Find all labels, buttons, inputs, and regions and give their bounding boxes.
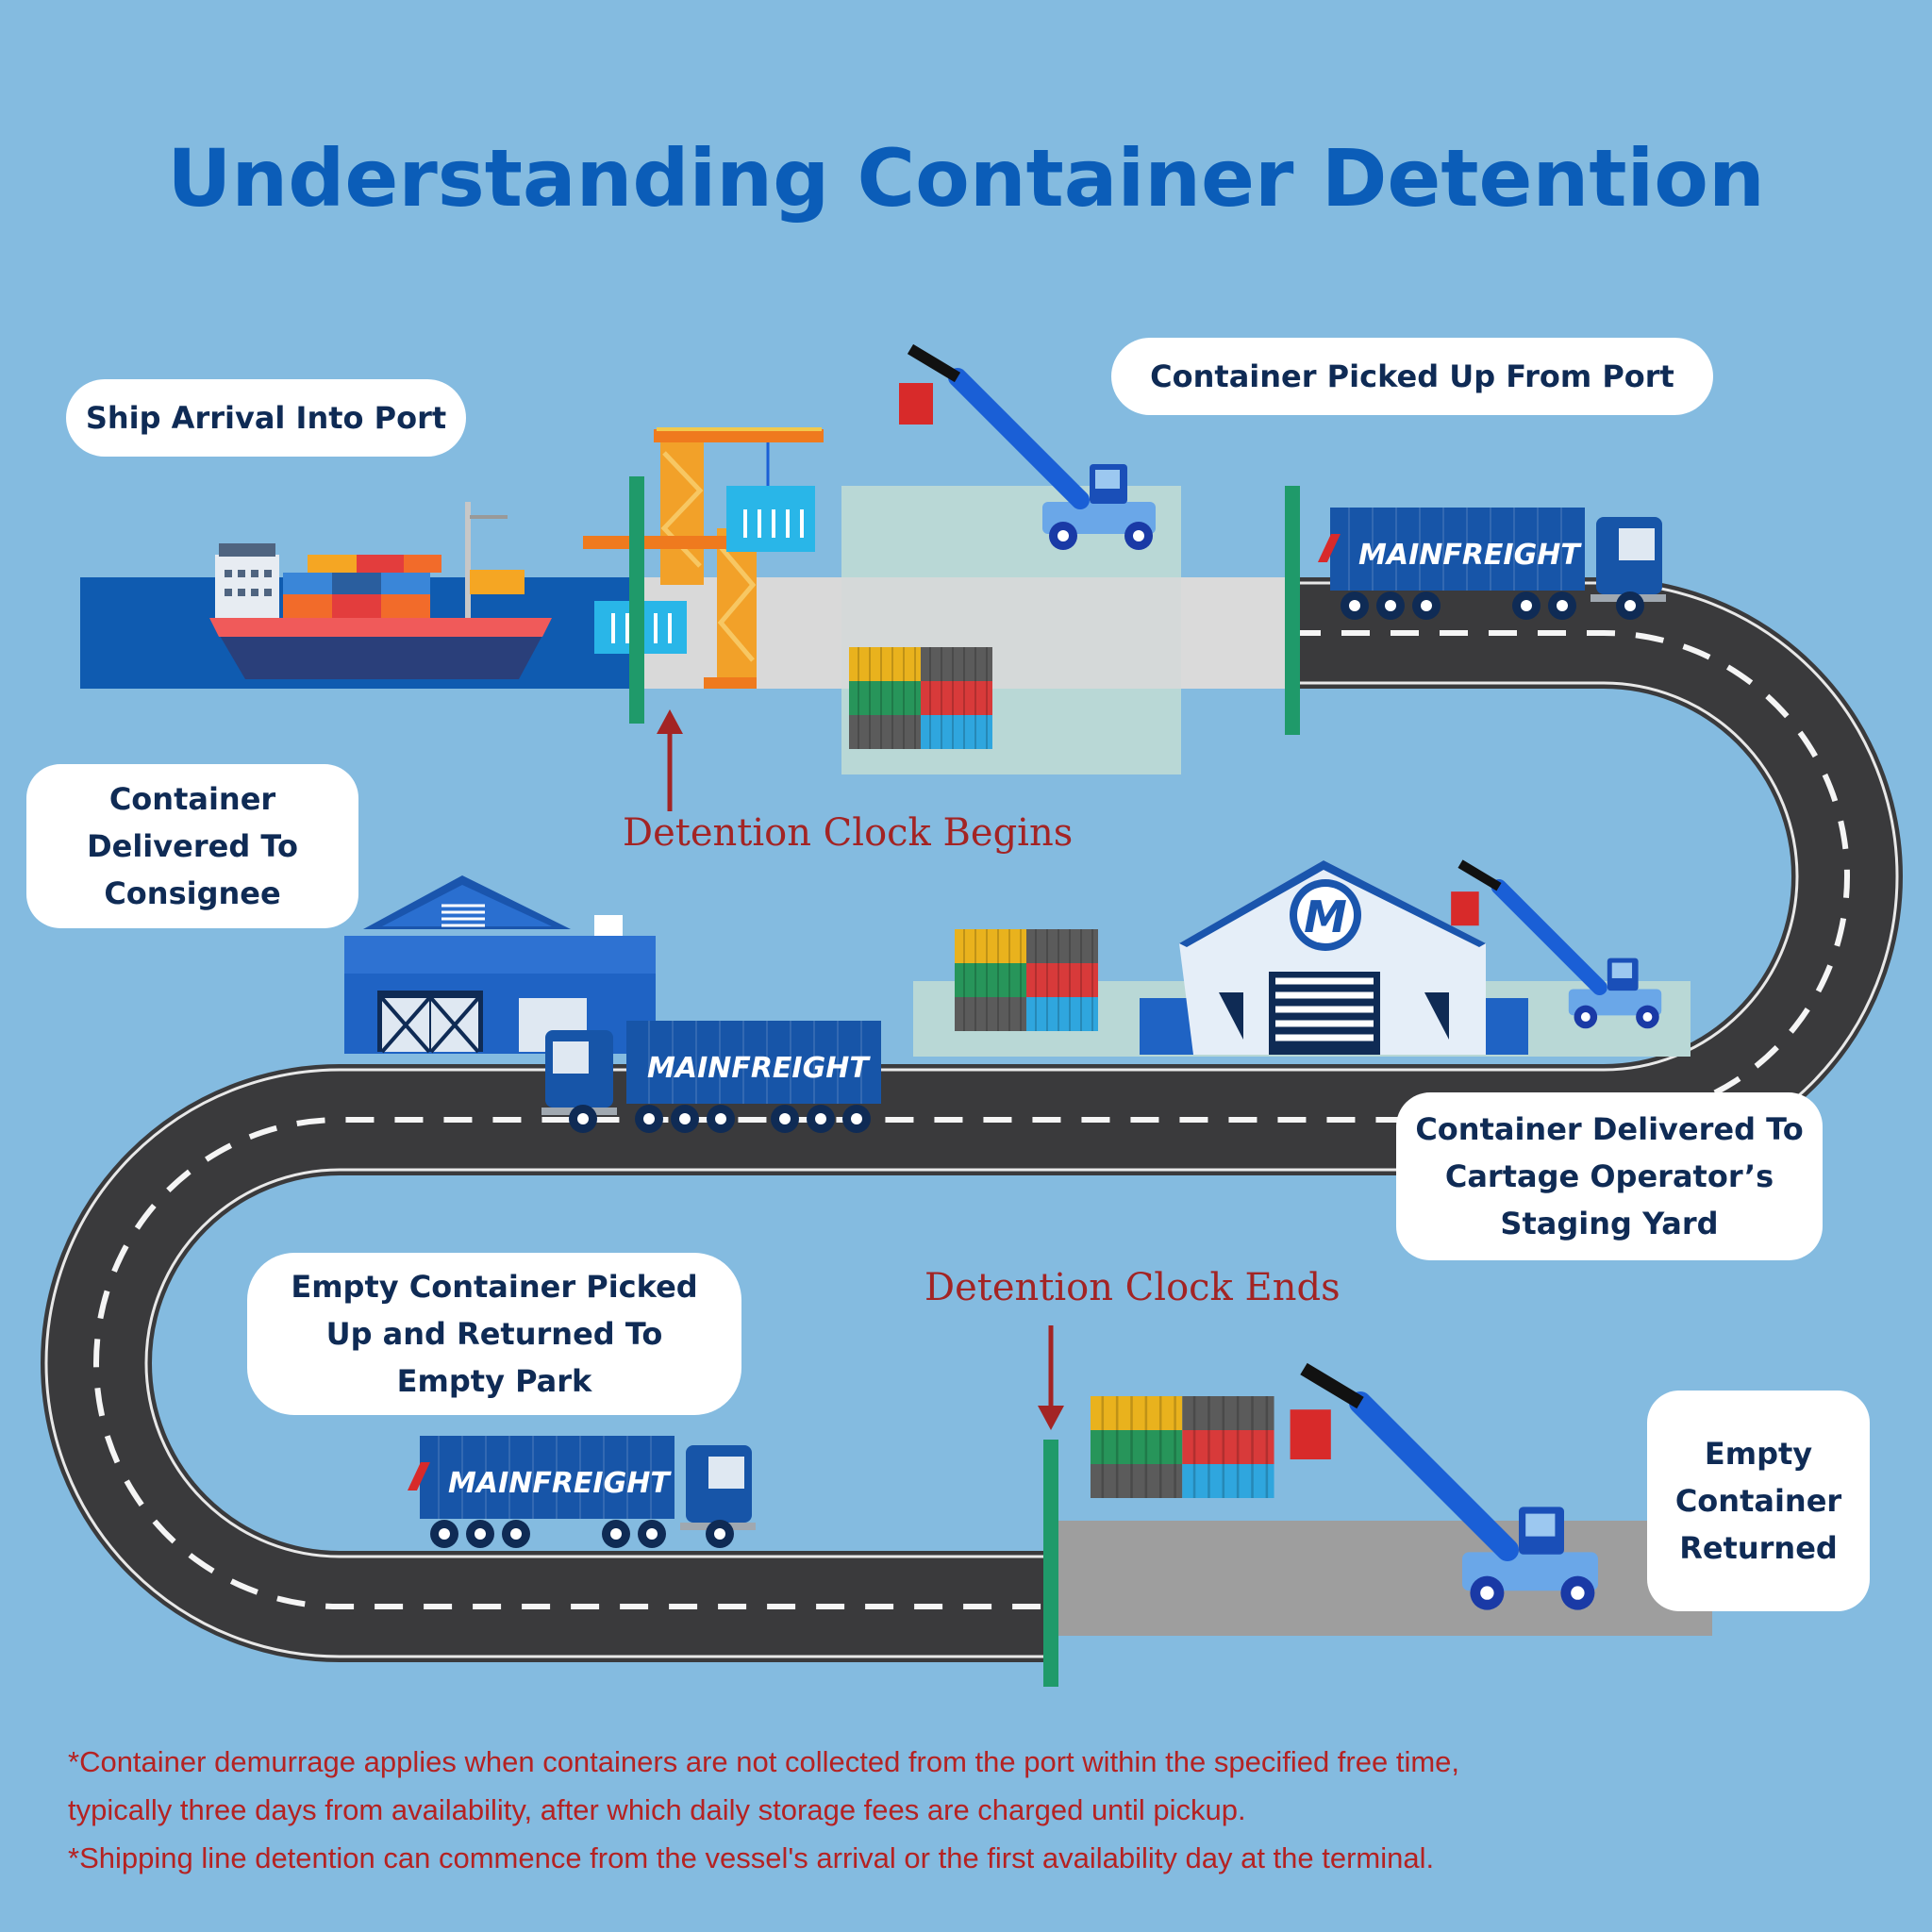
footnote-line-2: typically three days from availability, … [68,1793,1246,1826]
footnote-line-3: *Shipping line detention can commence fr… [68,1841,1435,1874]
truck-consignee-delivery: MAINFREIGHT [541,1020,882,1134]
clock-ends-post [1043,1440,1058,1687]
page-title: Understanding Container Detention [167,132,1765,225]
staging-container-stack [954,928,1099,1032]
port-gate-post [1285,486,1300,735]
consignee-warehouse-icon [344,875,656,1054]
step-consignee-delivery: Container Delivered To Consignee [26,764,358,928]
clock-begins-label: Detention Clock Begins [623,811,1074,855]
truck-brand-label: MAINFREIGHT [647,1052,871,1085]
truck-brand-label: MAINFREIGHT [1358,539,1582,572]
step-ship-arrival: Ship Arrival Into Port [66,379,466,457]
svg-text:M: M [1304,891,1347,942]
truck-brand-label: MAINFREIGHT [448,1467,672,1500]
port-container-stack [848,646,993,750]
truck-empty-return: MAINFREIGHT [406,1435,757,1549]
empty-park-container-stack [1089,1394,1275,1500]
footnote-line-1: *Container demurrage applies when contai… [68,1745,1460,1778]
step-port-pickup: Container Picked Up From Port [1111,338,1713,415]
step-staging-yard: Container Delivered To Cartage Operator’… [1396,1092,1823,1260]
truck-port-pickup: MAINFREIGHT [1316,507,1667,621]
cargo-ship-icon [209,502,552,679]
step-empty-pickup: Empty Container Picked Up and Returned T… [247,1253,741,1415]
clock-begins-post [629,476,644,724]
empty-park-area [1047,1521,1712,1636]
gantry-crane-icon [583,427,824,689]
step-empty-returned: Empty Container Returned [1647,1391,1870,1611]
clock-ends-label: Detention Clock Ends [924,1266,1341,1309]
staging-depot-icon: M [1140,860,1528,1055]
